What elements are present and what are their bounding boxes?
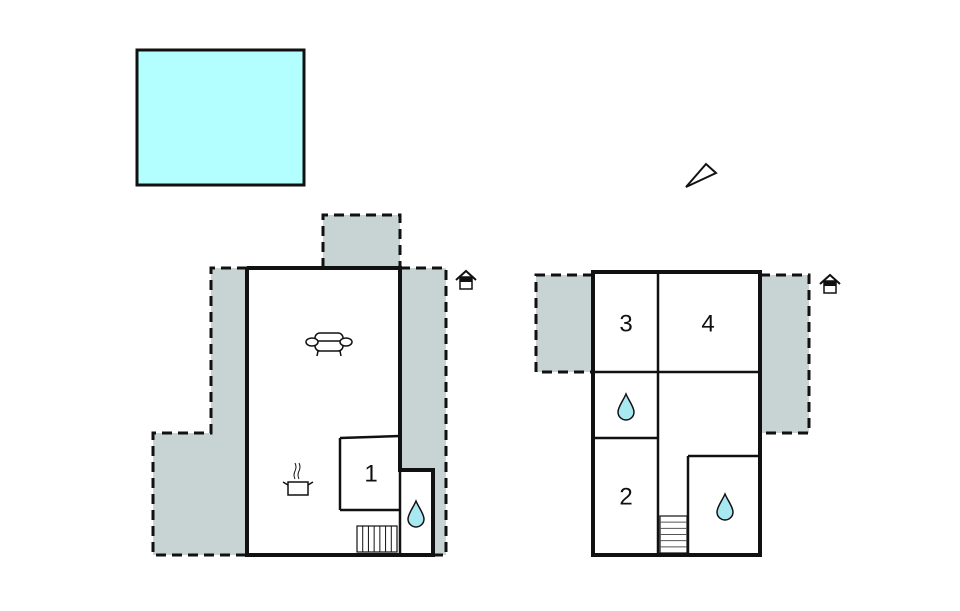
interior-wall [339, 434, 401, 440]
upper-floor-terrace-left-border [534, 273, 593, 374]
room-number-2: 2 [619, 484, 632, 511]
ground-floor-terrace-left [153, 268, 247, 555]
ground-floor-plan: 1 [151, 213, 477, 557]
north-arrow-icon [685, 162, 718, 188]
upper-floor-terrace-right-border [760, 273, 811, 435]
water-drop-icon [407, 499, 425, 528]
upper-floor-outer-wall [591, 270, 762, 557]
room-number-3: 3 [619, 311, 632, 338]
entrance-icon [819, 273, 841, 294]
water-drop-icon [716, 492, 734, 521]
ground-floor-outer-wall [245, 266, 435, 557]
swimming-pool [135, 48, 306, 187]
ground-floor-terrace-left-border [151, 266, 247, 557]
upper-floor-terrace-right [760, 275, 809, 433]
room-number-1: 1 [364, 461, 377, 488]
staircase-icon [659, 515, 688, 554]
upper-floor-terrace-left [536, 275, 593, 372]
radiator-icon [356, 525, 398, 553]
ground-floor-terrace-top [323, 215, 400, 268]
upper-floor-plan: 3 4 2 [534, 270, 841, 557]
cooking-pot-icon [282, 462, 314, 496]
water-drop-icon [617, 392, 635, 421]
sofa-icon [305, 332, 353, 357]
room-number-4: 4 [701, 311, 714, 338]
entrance-icon [455, 269, 477, 290]
ground-floor-interior [247, 268, 433, 555]
